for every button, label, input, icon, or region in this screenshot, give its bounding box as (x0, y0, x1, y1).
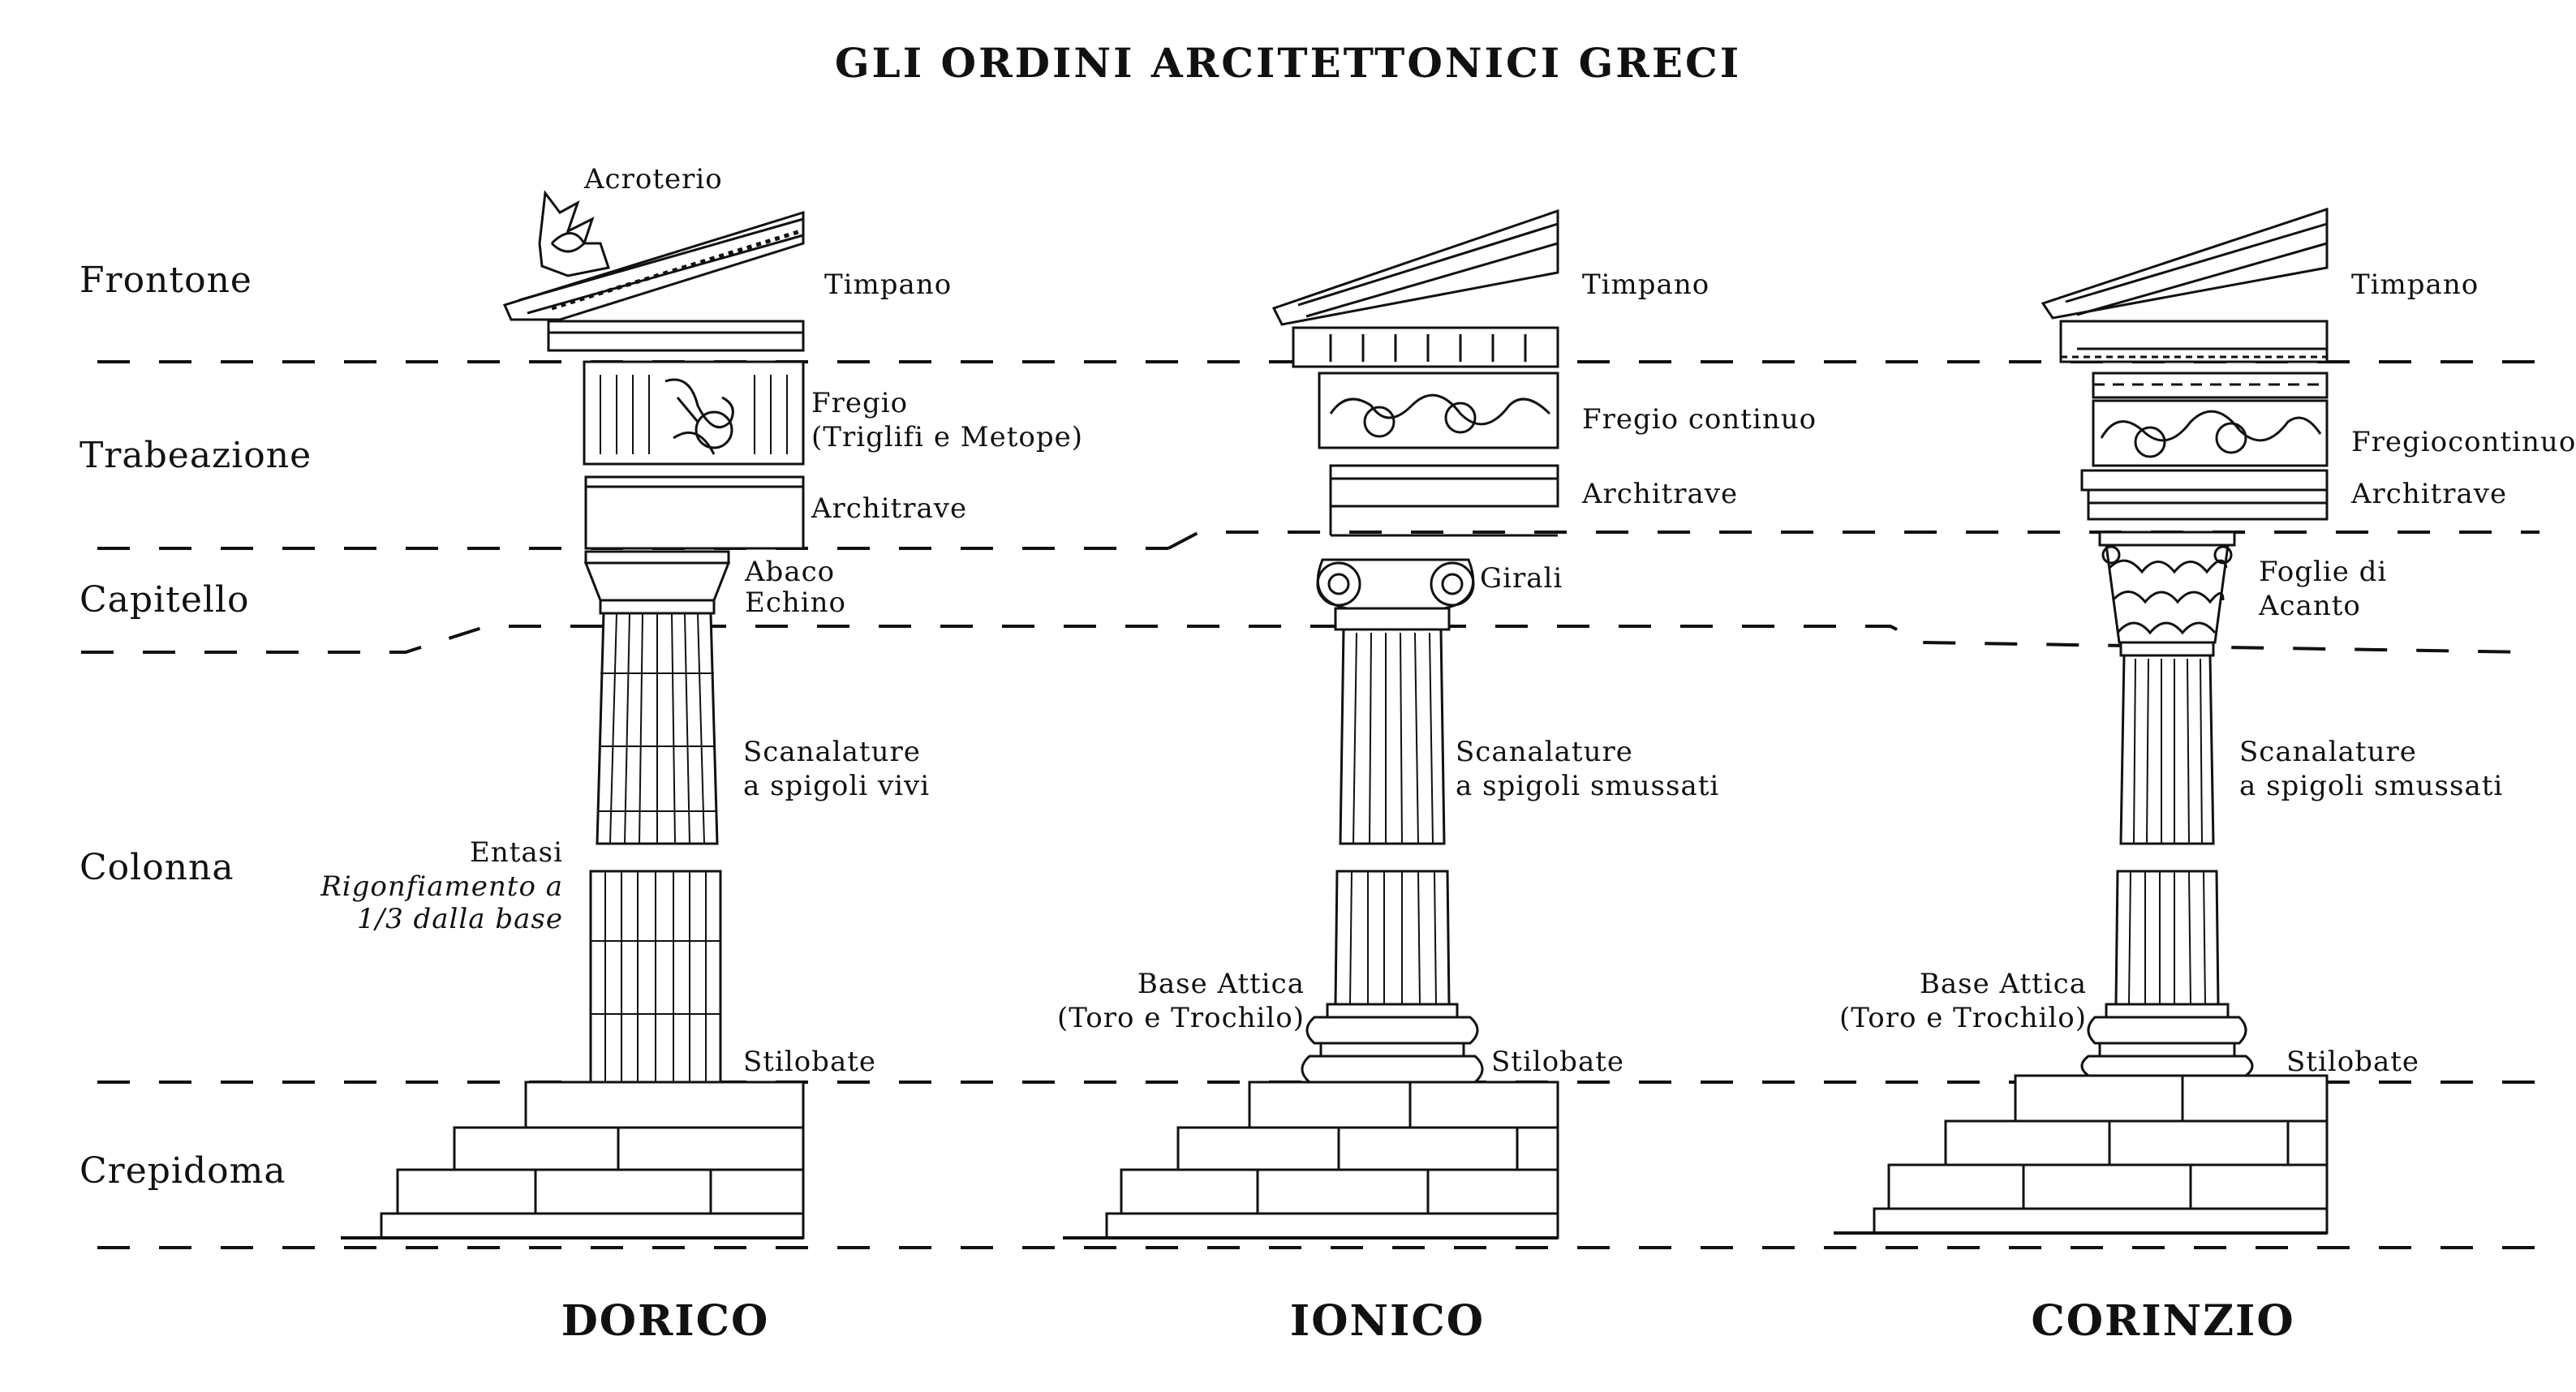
label-dorico-scanalature: Scanalature (743, 736, 921, 768)
label-dorico-scanalature-detail: a spigoli vivi (743, 770, 931, 802)
section-crepidoma: Crepidoma (80, 1150, 286, 1192)
section-trabeazione: Trabeazione (80, 435, 312, 476)
label-ionico-scanalature: Scanalature (1456, 736, 1633, 768)
label-corinzio-fregio: Fregiocontinuo (2351, 426, 2576, 458)
section-colonna: Colonna (80, 847, 234, 888)
label-corinzio-scanalature-detail: a spigoli smussati (2239, 770, 2504, 802)
label-corinzio-base-detail: (Toro e Trochilo) (1838, 1002, 2087, 1034)
label-dorico-architrave: Architrave (811, 492, 968, 525)
label-ionico-architrave: Architrave (1582, 478, 1739, 510)
label-dorico-stilobate: Stilobate (743, 1046, 876, 1078)
label-entasi-note-2: 1/3 dalla base (357, 903, 563, 935)
label-corinzio-base: Base Attica (1919, 968, 2087, 1000)
label-girali: Girali (1480, 562, 1563, 595)
label-echino: Echino (745, 586, 846, 619)
label-abaco: Abaco (745, 556, 836, 588)
order-name-ionico: IONICO (1289, 1296, 1486, 1346)
label-dorico-fregio-detail: (Triglifi e Metope) (811, 421, 1083, 453)
label-ionico-stilobate: Stilobate (1491, 1046, 1624, 1078)
label-ionico-timpano: Timpano (1582, 269, 1710, 301)
section-frontone: Frontone (80, 260, 252, 301)
corinthian-order-drawing (1834, 207, 2329, 1235)
label-foglie: Foglie di (2259, 556, 2388, 588)
diagram-title: GLI ORDINI ARCITETTONICI GRECI (834, 39, 1742, 87)
label-corinzio-architrave: Architrave (2351, 478, 2508, 510)
label-entasi: Entasi (470, 836, 563, 869)
label-entasi-note-1: Rigonfiamento a (320, 870, 563, 903)
label-ionico-base-detail: (Toro e Trochilo) (1056, 1002, 1305, 1034)
label-corinzio-stilobate: Stilobate (2286, 1046, 2419, 1078)
label-corinzio-scanalature: Scanalature (2239, 736, 2417, 768)
label-ionico-fregio: Fregio continuo (1582, 403, 1817, 436)
label-dorico-timpano: Timpano (824, 269, 953, 301)
label-acanto: Acanto (2259, 590, 2361, 622)
doric-order-drawing (341, 190, 805, 1239)
label-ionico-base: Base Attica (1137, 968, 1305, 1000)
label-dorico-fregio: Fregio (811, 387, 909, 419)
label-acroterio: Acroterio (584, 163, 723, 195)
order-name-dorico: DORICO (561, 1296, 770, 1346)
order-name-corinzio: CORINZIO (2031, 1296, 2295, 1346)
label-corinzio-timpano: Timpano (2351, 269, 2479, 301)
section-capitello: Capitello (80, 579, 250, 621)
label-ionico-scanalature-detail: a spigoli smussati (1456, 770, 1720, 802)
ionic-order-drawing (1063, 208, 1559, 1239)
